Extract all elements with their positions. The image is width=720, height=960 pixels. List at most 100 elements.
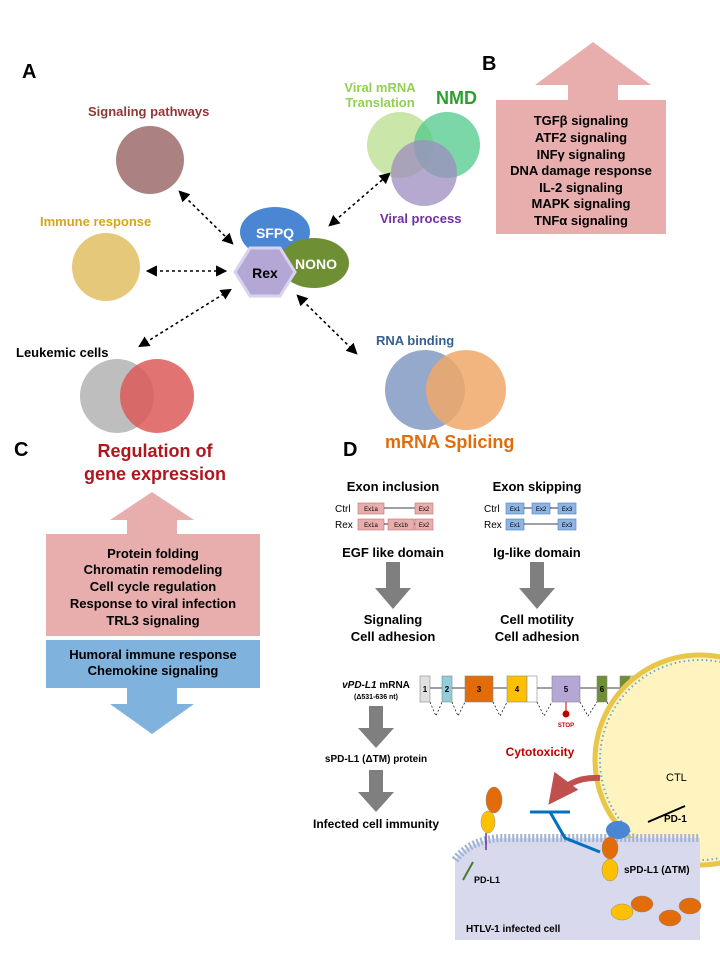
grey-arrow-left bbox=[375, 562, 411, 609]
panel-c-up-box bbox=[46, 534, 260, 636]
right-outcome-1: Cell motility bbox=[500, 612, 574, 627]
pd-l1-pointer bbox=[462, 861, 474, 881]
cytotoxicity-label: Cytotoxicity bbox=[506, 745, 575, 759]
block-stem bbox=[548, 811, 601, 854]
upregulation-arrow-b bbox=[535, 42, 651, 100]
panel-b-item: MAPK signaling bbox=[532, 196, 631, 211]
exon-skipping-title: Exon skipping bbox=[493, 479, 582, 494]
panel-c-up-item: Response to viral infection bbox=[70, 596, 236, 611]
exon-2 bbox=[441, 675, 453, 703]
upregulation-arrow-c bbox=[110, 492, 194, 534]
panel-c-up-item: Chromatin remodeling bbox=[84, 562, 223, 577]
exon-label: Ex2 bbox=[419, 523, 430, 529]
arrow-rna-binding bbox=[296, 294, 358, 355]
exon-4-ext bbox=[526, 675, 538, 703]
panel-b-item: TNFα signaling bbox=[534, 213, 628, 228]
exon-6 bbox=[596, 675, 608, 703]
sfpq-label: SFPQ bbox=[256, 225, 294, 241]
viral-process-circle bbox=[391, 140, 457, 206]
downregulation-arrow-c bbox=[110, 688, 194, 734]
arrow-leukemic bbox=[138, 288, 232, 348]
panel-label-c: C bbox=[14, 439, 28, 461]
spd-l1-domain bbox=[601, 858, 619, 882]
exon-box bbox=[505, 502, 525, 515]
signaling-pathways-label: Signaling pathways bbox=[88, 104, 209, 119]
arrow-signaling bbox=[178, 190, 234, 245]
cell-illustration: Cytotoxicity CTL PD-1 sPD-L1 (ΔTM) PD-L1… bbox=[451, 652, 720, 940]
ctl-label: CTL bbox=[666, 772, 687, 784]
panel-c-up-item: TRL3 signaling bbox=[106, 613, 199, 628]
exon-inclusion-title: Exon inclusion bbox=[347, 479, 440, 494]
exon-number: 3 bbox=[477, 685, 482, 694]
spd-l1-domain bbox=[601, 836, 619, 860]
spd-l1-label: sPD-L1 (ΔTM) bbox=[624, 865, 690, 876]
ig-domain-label: Ig-like domain bbox=[493, 545, 580, 560]
immune-response-label: Immune response bbox=[40, 214, 151, 229]
free-spd-l1 bbox=[658, 909, 682, 927]
exon-box bbox=[557, 502, 577, 515]
exon-3 bbox=[464, 675, 494, 703]
leukemic-cells-label: Leukemic cells bbox=[16, 345, 109, 360]
grey-arrow-right bbox=[519, 562, 555, 609]
free-spd-l1 bbox=[610, 903, 634, 921]
exon-number: 4 bbox=[515, 685, 520, 694]
pd-l1-domain bbox=[480, 810, 496, 834]
spd-l1-protein-label: sPD-L1 (ΔTM) protein bbox=[325, 754, 427, 765]
signaling-pathways-circle bbox=[116, 126, 184, 194]
panel-c-title-1: Regulation of bbox=[98, 441, 214, 461]
exon-box bbox=[357, 518, 385, 531]
left-outcome-1: Signaling bbox=[364, 612, 423, 627]
exon-box bbox=[387, 518, 415, 531]
infected-cell-immunity-label: Infected cell immunity bbox=[313, 817, 439, 831]
panel-b-box bbox=[496, 100, 666, 234]
stop-marker-icon bbox=[562, 710, 570, 718]
mrna-splicing-label: mRNA Splicing bbox=[385, 432, 514, 452]
ctrl-label-left: Ctrl bbox=[335, 504, 351, 515]
rna-binding-label: RNA binding bbox=[376, 333, 454, 348]
htlv-membrane bbox=[451, 834, 700, 863]
leukemic-circle-red bbox=[120, 359, 194, 433]
rna-binding-circle-orange bbox=[426, 350, 506, 430]
rex-label-right: Rex bbox=[484, 520, 502, 531]
panel-c-up-item: Protein folding bbox=[107, 546, 199, 561]
splice-lines bbox=[429, 701, 621, 717]
grey-arrow-protein bbox=[358, 770, 394, 812]
exon-label: Ex2 bbox=[536, 507, 547, 513]
rex-label-left: Rex bbox=[335, 520, 353, 531]
exon-label: Ex1 bbox=[510, 507, 521, 513]
vpd-l1-deletion: (Δ531-636 nt) bbox=[354, 694, 398, 701]
stop-label: STOP bbox=[558, 723, 574, 729]
exon-box bbox=[505, 518, 525, 531]
exon-label: Ex3 bbox=[562, 523, 573, 529]
viral-mrna-label-2: Translation bbox=[345, 95, 414, 110]
exon-box bbox=[557, 518, 577, 531]
exon-box bbox=[414, 502, 434, 515]
exon-box bbox=[414, 518, 434, 531]
vpd-l1-label: vPD-L1 mRNA bbox=[342, 680, 410, 691]
exon-label: Ex3 bbox=[562, 507, 573, 513]
exon-box bbox=[531, 502, 551, 515]
htlv-label: HTLV-1 infected cell bbox=[466, 924, 561, 935]
interaction-arrows bbox=[138, 172, 391, 355]
pd1-label: PD-1 bbox=[664, 814, 687, 825]
pd1-receptor bbox=[647, 805, 686, 823]
grey-arrow-mrna bbox=[358, 706, 394, 748]
panel-b-item: ATF2 signaling bbox=[535, 130, 627, 145]
free-spd-l1 bbox=[630, 895, 654, 913]
free-spd-l1 bbox=[678, 897, 702, 915]
immune-response-circle bbox=[72, 233, 140, 301]
pd-l1-domain bbox=[485, 786, 503, 814]
panel-b-item: INFγ signaling bbox=[537, 147, 626, 162]
egf-domain-label: EGF like domain bbox=[342, 545, 444, 560]
panel-label-d: D bbox=[343, 439, 357, 461]
ctrl-label-right: Ctrl bbox=[484, 504, 500, 515]
exon-1 bbox=[419, 675, 431, 703]
nmd-label: NMD bbox=[436, 88, 477, 108]
exon-label: Ex2 bbox=[419, 507, 430, 513]
panel-c-down-box bbox=[46, 640, 260, 688]
panel-c-down-item: Humoral immune response bbox=[69, 647, 237, 662]
exon-number: 5 bbox=[564, 685, 569, 694]
exon-box bbox=[357, 502, 385, 515]
arrow-viral bbox=[328, 172, 391, 227]
exon-label: Ex1a bbox=[364, 507, 378, 513]
